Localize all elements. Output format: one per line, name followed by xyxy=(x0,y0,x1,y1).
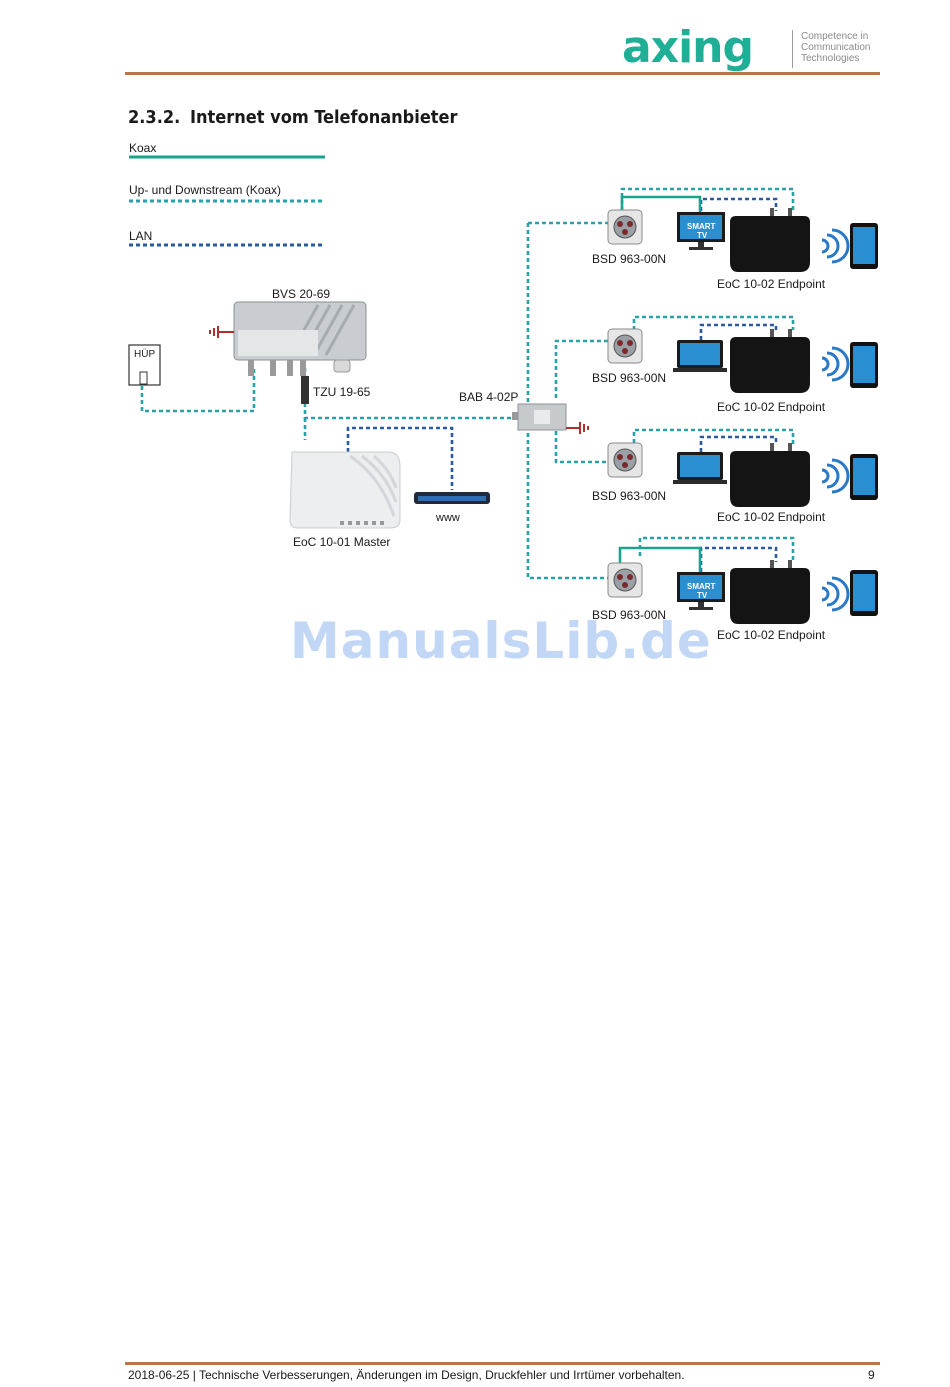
bsd-socket xyxy=(607,209,643,245)
endpoint-box xyxy=(730,443,810,507)
smart-tv-label: SMART xyxy=(687,222,716,231)
wifi-icon xyxy=(820,458,850,494)
endpoint-box xyxy=(730,208,810,272)
hup-port xyxy=(139,371,148,385)
bsd-socket xyxy=(607,562,643,598)
bab-label: BAB 4-02P xyxy=(459,390,518,404)
logo-tagline: Competence in Communication Technologies xyxy=(801,31,870,64)
ground-icon xyxy=(566,422,589,434)
footer-rule xyxy=(125,1362,880,1365)
legend-lan-label: LAN xyxy=(129,229,152,243)
logo-tagline-line: Competence in xyxy=(801,31,869,42)
endpoint-label: EoC 10-02 Endpoint xyxy=(717,277,826,291)
axing-logo: axing Competence in Communication Techno… xyxy=(622,22,882,73)
network-diagram: Koax Up- und Downstream (Koax) LAN HÜP B… xyxy=(128,141,878,642)
laptop-icon xyxy=(673,340,727,372)
logo-wordmark: axing xyxy=(622,22,754,73)
legend-updown-label: Up- und Downstream (Koax) xyxy=(129,183,281,197)
footer-text: 2018-06-25 | Technische Verbesserungen, … xyxy=(128,1368,685,1382)
endpoint-box xyxy=(730,560,810,624)
smart-tv-label: TV xyxy=(697,591,708,600)
bsd-label: BSD 963-00N xyxy=(592,252,666,266)
smart-tv-label: SMART xyxy=(687,582,716,591)
wifi-icon xyxy=(820,576,850,612)
tablet-icon xyxy=(850,223,878,269)
bsd-label: BSD 963-00N xyxy=(592,608,666,622)
endpoint-label: EoC 10-02 Endpoint xyxy=(717,400,826,414)
legend-koax-label: Koax xyxy=(129,141,156,155)
lan-connections xyxy=(346,197,778,572)
www-router xyxy=(414,492,490,504)
page-number: 9 xyxy=(868,1368,875,1382)
logo-tagline-line: Communication xyxy=(801,42,871,53)
header-rule xyxy=(125,72,880,75)
tablet-icon xyxy=(850,342,878,388)
koax-connections xyxy=(618,195,702,572)
bvs-amplifier xyxy=(233,301,367,376)
wifi-icon xyxy=(820,228,850,264)
hup-box xyxy=(128,344,161,386)
wifi-icon xyxy=(820,346,850,382)
bsd-label: BSD 963-00N xyxy=(592,489,666,503)
smart-tv-label: TV xyxy=(697,231,708,240)
tablet-icon xyxy=(850,570,878,616)
ground-icon xyxy=(209,326,234,338)
section-heading: 2.3.2. Internet vom Telefonanbieter xyxy=(128,107,458,128)
bsd-label: BSD 963-00N xyxy=(592,371,666,385)
bsd-socket xyxy=(607,442,643,478)
www-label: www xyxy=(435,512,460,524)
updown-connections xyxy=(140,187,795,580)
endpoint-label: EoC 10-02 Endpoint xyxy=(717,510,826,524)
bsd-socket xyxy=(607,328,643,364)
tzu-injector xyxy=(301,376,309,404)
master-label: EoC 10-01 Master xyxy=(293,535,390,549)
bab-distributor xyxy=(512,403,567,431)
watermark: ManualsLib.de xyxy=(290,612,712,670)
logo-tagline-line: Technologies xyxy=(801,53,860,64)
laptop-icon xyxy=(673,452,727,484)
hup-label: HÜP xyxy=(134,348,155,360)
bvs-label: BVS 20-69 xyxy=(272,287,330,301)
endpoint-box xyxy=(730,329,810,393)
eoc-master xyxy=(289,451,401,529)
section-number: 2.3.2. xyxy=(128,107,181,128)
tablet-icon xyxy=(850,454,878,500)
logo-separator xyxy=(792,30,793,68)
endpoint-label: EoC 10-02 Endpoint xyxy=(717,628,826,642)
tzu-label: TZU 19-65 xyxy=(313,385,371,399)
section-title: Internet vom Telefonanbieter xyxy=(190,107,458,128)
